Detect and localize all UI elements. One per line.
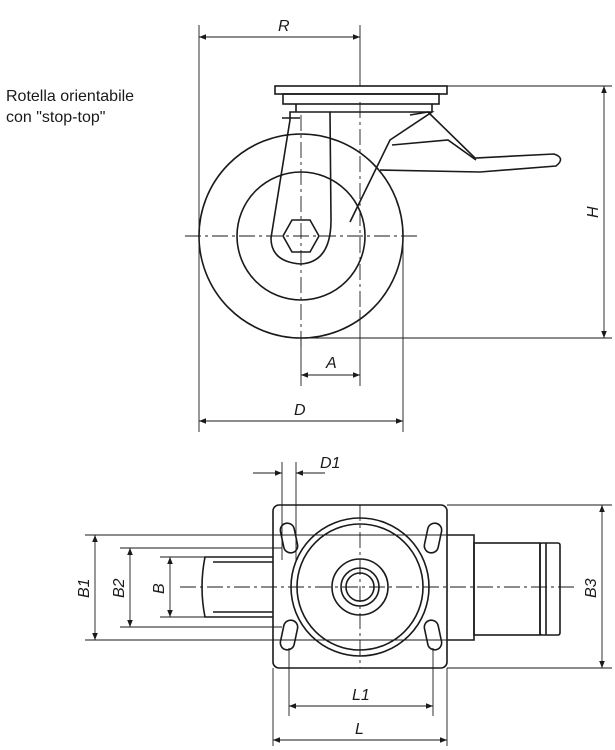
slot-bottom-right bbox=[423, 619, 443, 651]
dim-l1-label: L1 bbox=[352, 687, 370, 704]
dim-d1-label: D1 bbox=[320, 455, 340, 472]
dim-b-label: B bbox=[151, 583, 168, 594]
dim-d-label: D bbox=[294, 402, 306, 419]
top-view: D1 B1 B2 B B3 L1 L bbox=[76, 455, 612, 746]
axle-nut bbox=[282, 219, 320, 253]
dim-r-label: R bbox=[278, 18, 290, 35]
swivel-ring bbox=[282, 93, 440, 105]
fork-leg bbox=[270, 111, 332, 265]
caption-line-2: con "stop-top" bbox=[6, 109, 106, 126]
dim-b2-label: B2 bbox=[111, 578, 128, 598]
fork-body bbox=[330, 111, 435, 223]
dim-a-label: A bbox=[325, 355, 337, 372]
dim-l-label: L bbox=[355, 721, 364, 738]
brake-lever bbox=[379, 111, 562, 173]
drawing-caption: Rotella orientabile con "stop-top" bbox=[6, 86, 134, 128]
dim-h-label: H bbox=[585, 206, 602, 218]
caption-line-1: Rotella orientabile bbox=[6, 88, 135, 105]
brake-housing bbox=[447, 534, 475, 641]
brake-pedal-end bbox=[539, 542, 561, 636]
brake-lever-inner bbox=[391, 139, 477, 161]
slot-bottom-left bbox=[279, 619, 299, 651]
slot-top-right bbox=[423, 522, 443, 554]
top-plate bbox=[274, 85, 448, 95]
dim-b1-label: B1 bbox=[76, 578, 93, 598]
brake-pedal bbox=[473, 542, 541, 636]
side-view: R H A D bbox=[185, 18, 612, 432]
dim-b3-label: B3 bbox=[583, 578, 600, 598]
